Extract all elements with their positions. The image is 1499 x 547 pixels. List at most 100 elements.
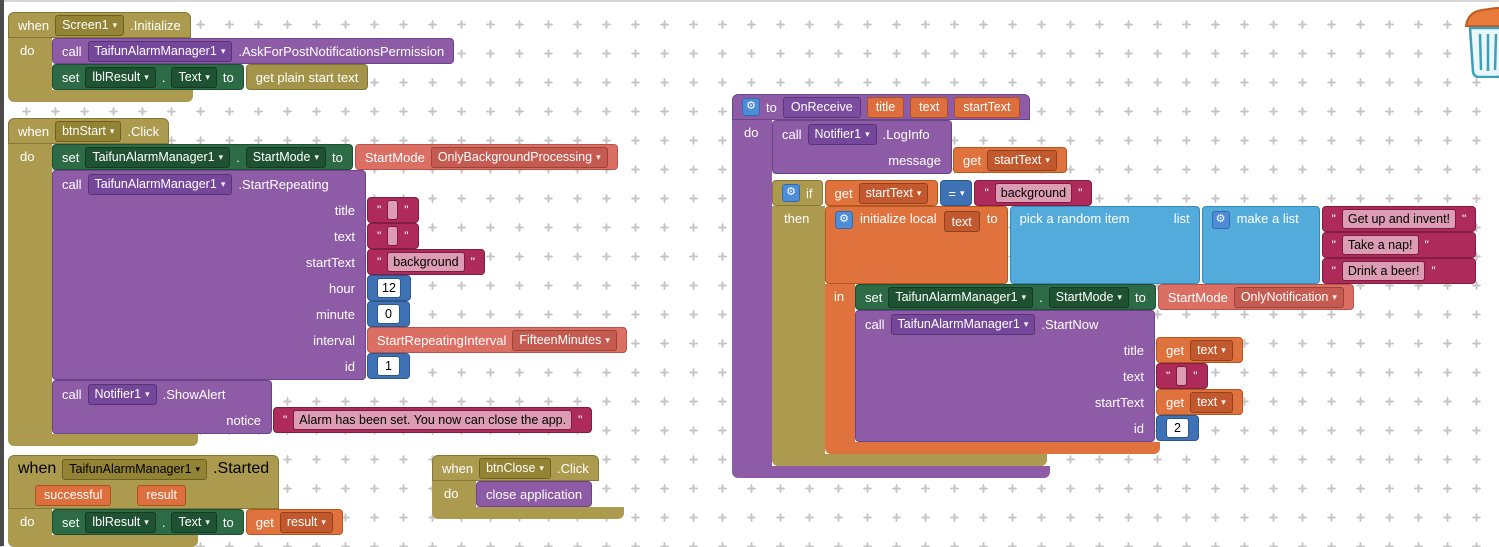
string-field[interactable]: background [387,252,465,272]
component-dropdown[interactable]: lblResult [85,511,156,533]
string-field[interactable]: Take a nap! [1341,235,1419,255]
call-startnow-block[interactable]: call TaifunAlarmManager1 .StartNow title… [855,310,1243,442]
block-when-alarm-started[interactable]: when TaifunAlarmManager1 .Started succes… [8,455,343,547]
string-field[interactable]: Drink a beer! [1341,261,1426,281]
block-when-btnstart-click[interactable]: when btnStart .Click do set TaifunAlarmM… [8,118,627,446]
param-chip-text[interactable]: text [910,96,949,118]
call-startrepeating-block[interactable]: call TaifunAlarmManager1 .StartRepeating… [52,170,627,380]
component-dropdown[interactable]: Screen1 [55,14,125,36]
param-chip-starttext[interactable]: startText [954,96,1020,118]
component-dropdown[interactable]: Notifier1 [807,123,877,145]
string-block-background[interactable]: background [974,180,1093,206]
set-lblresult-text-block[interactable]: set lblResult . Text to [52,509,244,535]
startrepeatinginterval-helper-block[interactable]: StartRepeatingInterval FifteenMinutes [367,327,627,353]
string-field[interactable]: Alarm has been set. You now can close th… [293,410,573,430]
get-text-block[interactable]: get text [1156,337,1243,363]
variable-dropdown[interactable]: startText [858,182,929,204]
component-dropdown[interactable]: TaifunAlarmManager1 [87,173,233,195]
mutator-gear-icon[interactable]: ⚙ [1211,211,1230,229]
trash-icon[interactable] [1462,6,1499,83]
string-field[interactable]: background [994,183,1073,203]
number-field[interactable]: 2 [1166,418,1189,438]
event-block-header[interactable]: when btnClose .Click [432,455,599,481]
number-block-1[interactable]: 1 [367,353,410,379]
property-dropdown[interactable]: Text [171,511,217,533]
string-block-item[interactable]: Take a nap! [1321,232,1477,258]
component-dropdown[interactable]: btnClose [479,457,551,479]
string-block-item[interactable]: Drink a beer! [1321,258,1477,284]
set-lblresult-text-block[interactable]: set lblResult . Text to [52,64,244,90]
pick-random-item-block[interactable]: pick a random item list [1009,206,1200,284]
string-field[interactable] [387,226,399,246]
call-showalert-block[interactable]: call Notifier1 .ShowAlert notice Alarm h… [52,380,593,434]
if-block-header[interactable]: ⚙ if [772,180,823,206]
startmode-helper-block[interactable]: StartMode OnlyBackgroundProcessing [354,144,618,170]
event-block-header[interactable]: when Screen1 .Initialize [8,12,191,38]
empty-string-block[interactable] [1156,363,1208,389]
call-loginfo-block[interactable]: call Notifier1 .LogInfo message get star… [772,120,1067,174]
param-chip-result[interactable]: result [137,484,186,506]
variable-dropdown[interactable]: result [279,511,333,533]
get-result-block[interactable]: get result [245,509,343,535]
initialize-local-header[interactable]: ⚙ initialize local text to [825,206,1008,284]
number-field[interactable]: 1 [377,356,400,376]
number-block-12[interactable]: 12 [367,275,411,301]
component-dropdown[interactable]: TaifunAlarmManager1 [87,40,233,62]
component-dropdown[interactable]: TaifunAlarmManager1 [85,146,231,168]
equals-operator-block[interactable]: = ▾ [940,180,973,206]
empty-string-block[interactable] [367,197,419,223]
string-field[interactable] [1176,366,1188,386]
param-chip-successful[interactable]: successful [35,484,112,506]
component-dropdown[interactable]: TaifunAlarmManager1 [890,313,1036,335]
make-a-list-block[interactable]: ⚙ make a list [1201,206,1320,284]
call-askpermission-block[interactable]: call TaifunAlarmManager1 .AskForPostNoti… [52,38,455,64]
block-procedure-onreceive[interactable]: ⚙ to OnReceive title text startText do c… [732,94,1477,478]
block-when-screen1-initialize[interactable]: when Screen1 .Initialize do call TaifunA… [8,12,455,102]
string-block-item[interactable]: Get up and invent! [1321,206,1477,232]
mutator-gear-icon[interactable]: ⚙ [835,211,853,229]
set-startmode-block[interactable]: set TaifunAlarmManager1 . StartMode to [855,284,1156,310]
startmode-value-dropdown[interactable]: OnlyNotification [1233,286,1344,308]
if-block[interactable]: ⚙ if get startText = ▾ [772,180,1477,466]
number-block-2[interactable]: 2 [1156,415,1199,441]
mutator-gear-icon[interactable]: ⚙ [782,184,800,202]
component-dropdown[interactable]: TaifunAlarmManager1 [888,286,1034,308]
variable-dropdown[interactable]: startText [987,149,1057,171]
mutator-gear-icon[interactable]: ⚙ [742,98,760,116]
empty-string-block[interactable] [367,223,419,249]
set-startmode-block[interactable]: set TaifunAlarmManager1 . StartMode to [52,144,353,170]
number-field[interactable]: 0 [377,304,400,324]
event-block-header[interactable]: when TaifunAlarmManager1 .Started succes… [8,455,280,509]
component-dropdown[interactable]: lblResult [85,66,156,88]
param-chip-title[interactable]: title [866,96,905,118]
local-name-field[interactable]: text [943,211,980,232]
component-dropdown[interactable]: TaifunAlarmManager1 [62,458,208,480]
component-dropdown[interactable]: btnStart [55,120,122,142]
get-starttext-block[interactable]: get startText [953,147,1067,173]
string-block-background[interactable]: background [367,249,485,275]
startmode-value-dropdown[interactable]: OnlyBackgroundProcessing [430,146,608,168]
string-field[interactable] [387,200,399,220]
close-application-block[interactable]: close application [476,481,593,507]
component-dropdown[interactable]: Notifier1 [87,383,157,405]
string-field[interactable]: Get up and invent! [1341,209,1457,229]
get-text-block[interactable]: get text [1156,389,1243,415]
get-plain-start-text-block[interactable]: get plain start text [245,64,369,90]
interval-value-dropdown[interactable]: FifteenMinutes [512,329,617,351]
get-starttext-block[interactable]: get startText [824,180,939,206]
number-field[interactable]: 12 [377,278,401,298]
string-block-alarm-set[interactable]: Alarm has been set. You now can close th… [273,407,593,433]
property-dropdown[interactable]: StartMode [1048,286,1129,308]
number-block-0[interactable]: 0 [367,301,410,327]
procedure-name-field[interactable]: OnReceive [782,96,861,118]
block-when-btnclose-click[interactable]: when btnClose .Click do close applicatio… [432,455,624,519]
variable-dropdown[interactable]: text [1190,339,1233,361]
property-dropdown[interactable]: StartMode [245,146,326,168]
initialize-local-block[interactable]: ⚙ initialize local text to pick a random… [825,206,1477,454]
event-block-header[interactable]: when btnStart .Click [8,118,170,144]
startmode-helper-block[interactable]: StartMode OnlyNotification [1157,284,1354,310]
dropdown-caret-icon[interactable]: ▾ [959,187,965,198]
variable-dropdown[interactable]: text [1190,391,1233,413]
procedure-block-header[interactable]: ⚙ to OnReceive title text startText [732,94,1030,120]
property-dropdown[interactable]: Text [171,66,217,88]
